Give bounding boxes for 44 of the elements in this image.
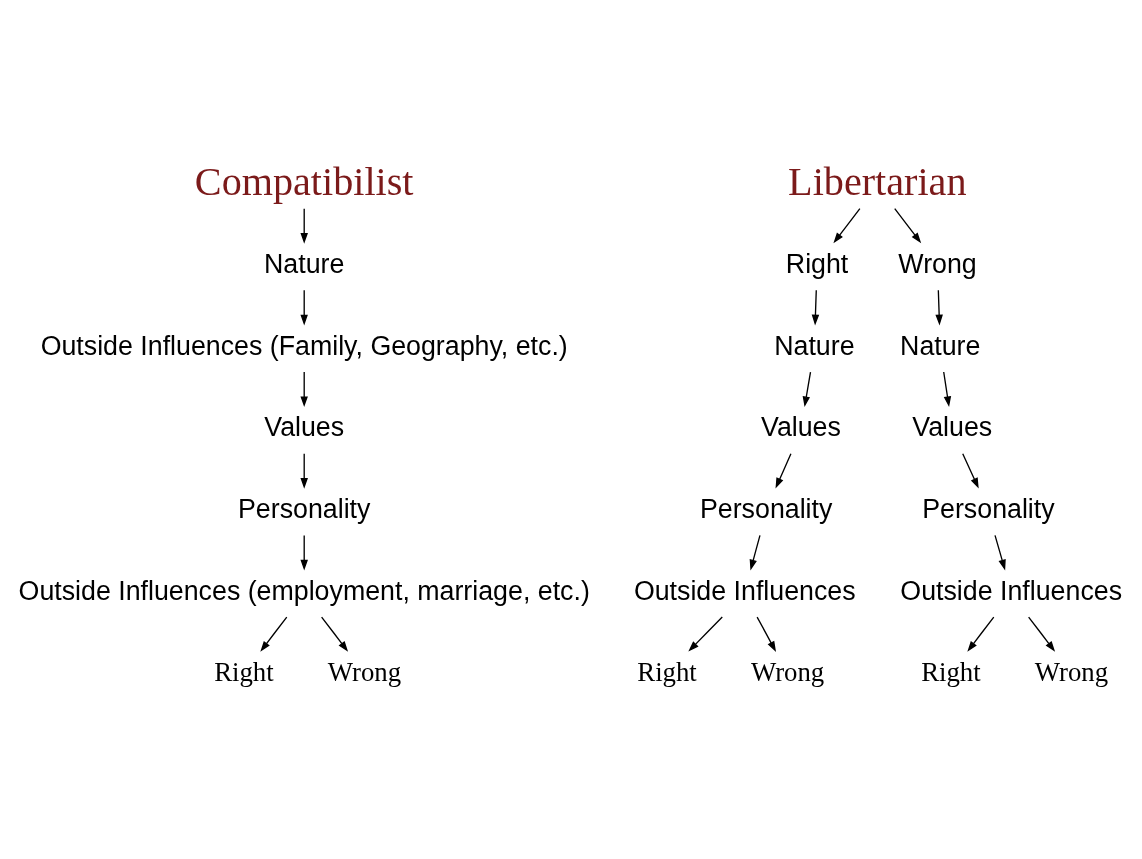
arrow	[260, 616, 288, 652]
node-text: Right	[921, 657, 981, 688]
arrow	[300, 289, 308, 326]
node-text: Outside Influences (employment, marriage, etc.)	[18, 575, 590, 606]
node-text: Personality	[922, 493, 1055, 524]
arrow	[802, 371, 812, 408]
arrow	[967, 616, 995, 652]
node-text: Right	[214, 657, 274, 688]
node-text: Wrong	[898, 248, 977, 279]
node-text: Personality	[699, 493, 833, 524]
node-text: Nature	[264, 248, 345, 279]
arrow	[1027, 616, 1056, 652]
arrow	[300, 534, 308, 571]
arrow	[994, 534, 1006, 571]
node-text: Nature	[774, 330, 855, 361]
node-text: Personality	[238, 493, 371, 524]
node-text: Wrong	[1034, 657, 1109, 688]
arrow	[756, 616, 777, 652]
arrow	[935, 289, 943, 326]
node-text: Right	[637, 657, 697, 688]
arrow	[894, 208, 922, 244]
node-text: Values	[761, 412, 841, 443]
node-text: Outside Influences (Family, Geography, etc.)	[40, 330, 568, 361]
arrow	[749, 534, 761, 571]
arrow	[300, 453, 308, 489]
arrow	[300, 371, 308, 408]
node-text: Right	[785, 248, 849, 279]
node-text: Wrong	[750, 657, 825, 688]
node-text: Values	[912, 412, 993, 443]
arrow	[962, 453, 979, 489]
node-text: Nature	[900, 330, 981, 361]
arrow	[943, 371, 952, 408]
node-text: Outside Influences	[900, 575, 1123, 606]
arrow	[320, 616, 349, 652]
arrow	[811, 289, 820, 326]
node-text: Wrong	[327, 657, 402, 688]
node-text: Outside Influences	[633, 575, 856, 606]
arrow	[688, 616, 723, 652]
arrow	[775, 453, 792, 489]
arrow	[300, 208, 308, 244]
node-text: Libertarian	[788, 158, 967, 204]
arrow	[833, 208, 861, 244]
node-text: Values	[264, 412, 345, 443]
node-text: Compatibilist	[194, 158, 414, 204]
